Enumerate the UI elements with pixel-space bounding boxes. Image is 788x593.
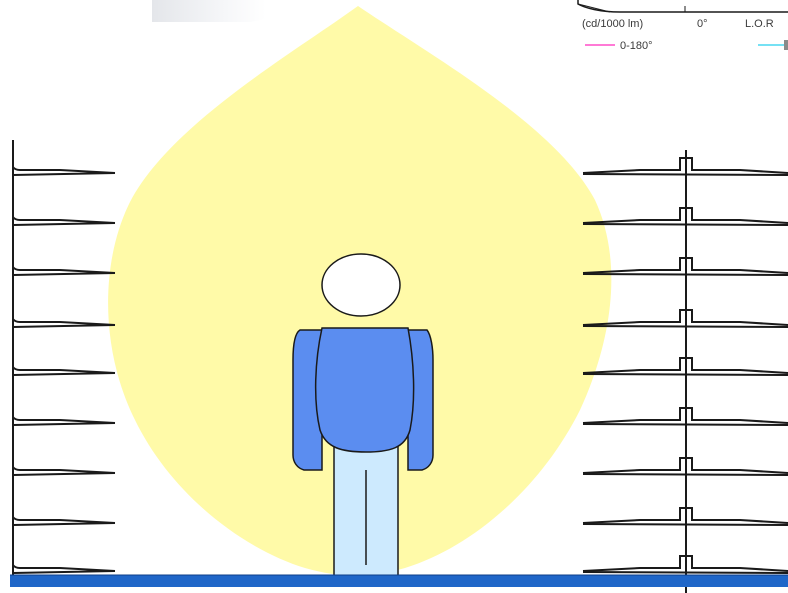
right-shelf-edge bbox=[583, 572, 788, 573]
legend-angle-label: 0° bbox=[697, 18, 708, 30]
right-shelf-edge bbox=[583, 274, 788, 275]
left-shelf-edge bbox=[13, 523, 115, 525]
left-shelf-edge bbox=[13, 273, 115, 275]
legend-lor-label: L.O.R bbox=[745, 18, 774, 30]
legend-units-label: (cd/1000 lm) bbox=[582, 18, 643, 30]
left-shelving bbox=[13, 140, 115, 575]
left-shelf-edge bbox=[13, 325, 115, 327]
left-shelf-edge bbox=[13, 473, 115, 475]
left-shelf-edge bbox=[13, 423, 115, 425]
luminaire-photo-fragment bbox=[152, 0, 315, 22]
right-shelf-edge bbox=[583, 326, 788, 327]
left-shelf bbox=[13, 308, 115, 325]
left-shelf bbox=[13, 406, 115, 423]
right-shelf-edge bbox=[583, 424, 788, 425]
person-head bbox=[322, 254, 400, 316]
person-torso bbox=[316, 328, 414, 452]
right-shelving bbox=[583, 150, 788, 593]
right-shelf-edge bbox=[583, 224, 788, 225]
legend-series-1-label: 0-180° bbox=[620, 40, 653, 52]
left-shelf bbox=[13, 206, 115, 223]
right-shelf-edge bbox=[583, 174, 788, 175]
left-shelf bbox=[13, 156, 115, 173]
left-shelf bbox=[13, 506, 115, 523]
polar-legend: (cd/1000 lm) 0° L.O.R 0-180° bbox=[578, 0, 788, 52]
right-shelf-edge bbox=[583, 374, 788, 375]
right-shelf-edge bbox=[583, 474, 788, 475]
left-shelf-edge bbox=[13, 173, 115, 175]
left-shelf bbox=[13, 456, 115, 473]
left-shelf bbox=[13, 554, 115, 571]
left-shelf bbox=[13, 256, 115, 273]
left-shelf-edge bbox=[13, 373, 115, 375]
left-shelf bbox=[13, 356, 115, 373]
left-shelf-edge bbox=[13, 223, 115, 225]
floor bbox=[10, 575, 788, 587]
right-shelf-edge bbox=[583, 524, 788, 525]
left-shelf-edge bbox=[13, 571, 115, 573]
